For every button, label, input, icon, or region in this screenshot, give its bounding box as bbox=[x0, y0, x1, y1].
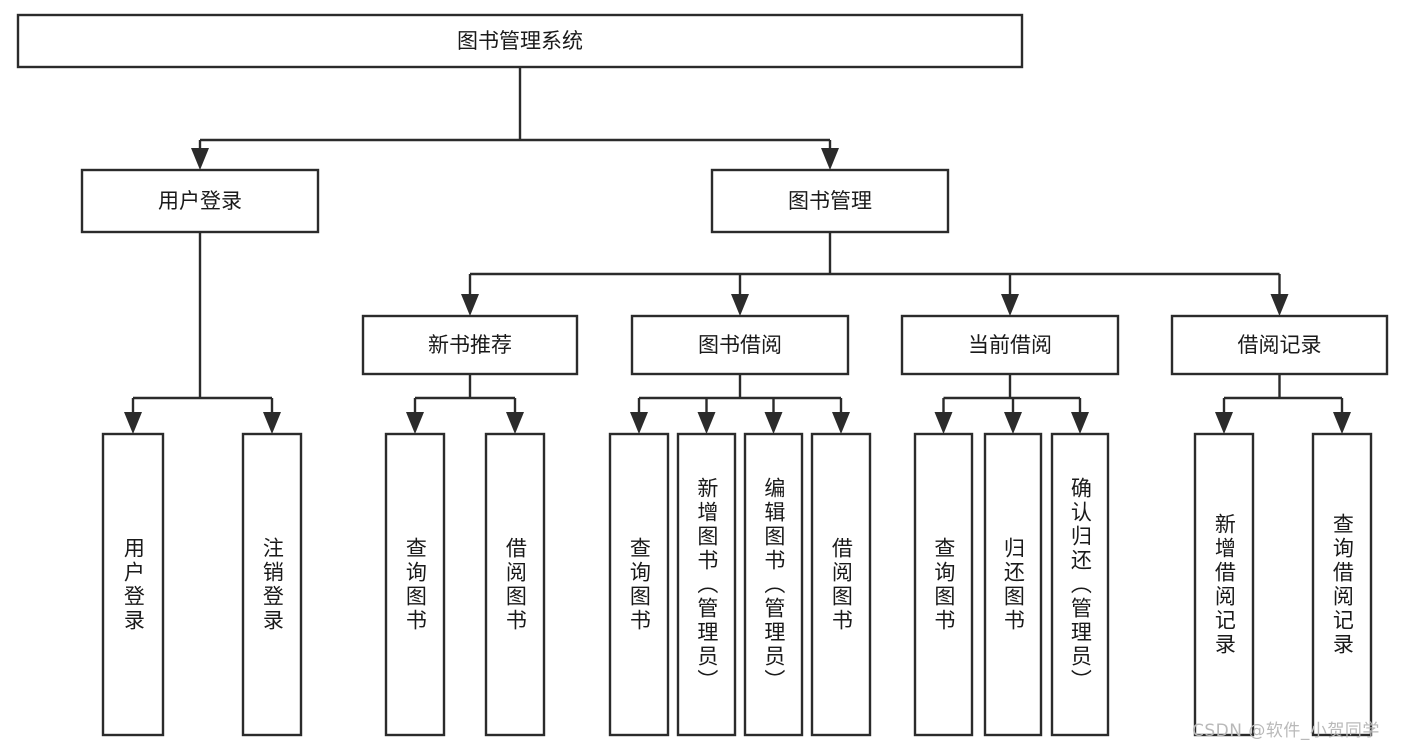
arrow-to-leaf-rec-query2 bbox=[1333, 412, 1351, 434]
leaf-box-leaf-user-logout[interactable] bbox=[241, 432, 303, 737]
arrow-to-borrow-record bbox=[1270, 294, 1289, 316]
leaf-box-leaf-borrow-add[interactable] bbox=[676, 432, 737, 737]
arrow-to-leaf-rec-borrow bbox=[506, 412, 524, 434]
arrow-to-leaf-rec-add bbox=[1215, 412, 1233, 434]
arrow-to-book-borrow bbox=[731, 294, 749, 316]
arrow-to-leaf-user-logout bbox=[263, 412, 281, 434]
arrow-to-book-manage bbox=[821, 148, 839, 170]
node-box-root[interactable] bbox=[16, 13, 1024, 69]
arrow-to-leaf-borrow-query bbox=[630, 412, 648, 434]
arrow-to-leaf-rec-query bbox=[406, 412, 424, 434]
leaf-box-leaf-cur-confirm[interactable] bbox=[1050, 432, 1110, 737]
csdn-watermark: CSDN @软件_小贺同学 bbox=[1192, 721, 1380, 741]
arrow-to-leaf-borrow-edit bbox=[764, 412, 783, 434]
node-box-book-borrow[interactable] bbox=[630, 314, 850, 376]
node-label-root: 图书管理系统 bbox=[457, 29, 583, 53]
node-label-book-borrow: 图书借阅 bbox=[698, 333, 782, 357]
arrow-to-leaf-cur-return bbox=[1004, 412, 1022, 434]
connector-layer bbox=[124, 67, 1351, 434]
node-box-layer bbox=[16, 13, 1389, 737]
leaf-box-leaf-rec-add[interactable] bbox=[1193, 432, 1255, 737]
leaf-box-leaf-rec-query[interactable] bbox=[384, 432, 446, 737]
node-label-borrow-record: 借阅记录 bbox=[1238, 333, 1322, 357]
node-label-current-borrow: 当前借阅 bbox=[968, 333, 1052, 357]
node-label-user-login: 用户登录 bbox=[158, 189, 242, 213]
leaf-box-leaf-borrow-query[interactable] bbox=[608, 432, 670, 737]
leaf-box-leaf-borrow-edit[interactable] bbox=[743, 432, 804, 737]
arrow-to-leaf-borrow-do bbox=[832, 412, 850, 434]
leaf-box-leaf-borrow-do[interactable] bbox=[810, 432, 872, 737]
node-label-book-manage: 图书管理 bbox=[788, 189, 872, 213]
arrow-to-leaf-cur-confirm bbox=[1071, 412, 1089, 434]
node-label-new-book-rec: 新书推荐 bbox=[428, 333, 512, 357]
node-box-user-login[interactable] bbox=[80, 168, 320, 234]
node-box-book-manage[interactable] bbox=[710, 168, 950, 234]
arrow-to-new-book-rec bbox=[461, 294, 479, 316]
arrow-to-leaf-user-login bbox=[124, 412, 142, 434]
arrow-to-current-borrow bbox=[1001, 294, 1019, 316]
leaf-box-leaf-rec-borrow[interactable] bbox=[484, 432, 546, 737]
leaf-box-leaf-cur-query[interactable] bbox=[913, 432, 974, 737]
leaf-box-leaf-cur-return[interactable] bbox=[983, 432, 1043, 737]
node-box-borrow-record[interactable] bbox=[1170, 314, 1389, 376]
node-box-current-borrow[interactable] bbox=[900, 314, 1120, 376]
arrow-to-user-login bbox=[191, 148, 209, 170]
leaf-box-leaf-user-login[interactable] bbox=[101, 432, 165, 737]
arrow-to-leaf-cur-query bbox=[934, 412, 953, 434]
node-box-new-book-rec[interactable] bbox=[361, 314, 579, 376]
leaf-box-leaf-rec-query2[interactable] bbox=[1311, 432, 1373, 737]
arrow-to-leaf-borrow-add bbox=[697, 412, 716, 434]
